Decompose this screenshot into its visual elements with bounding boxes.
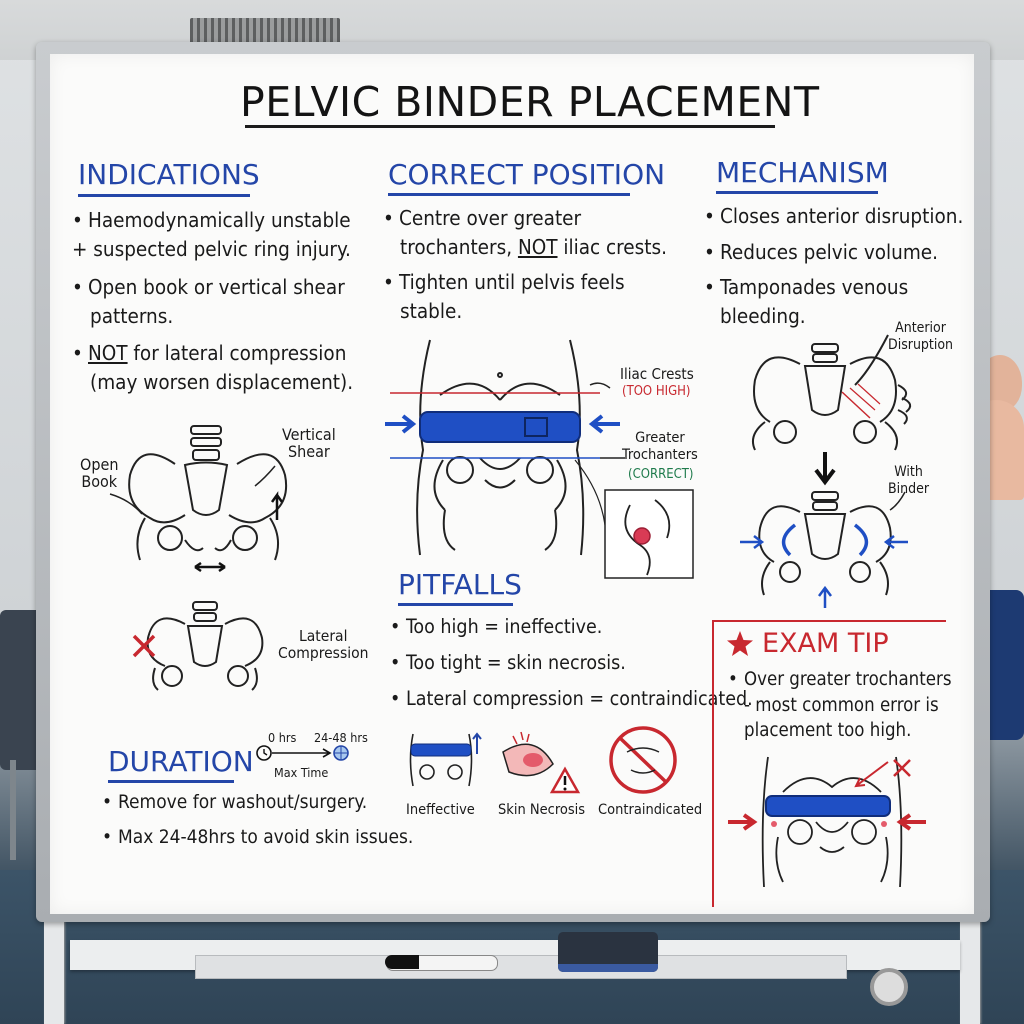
- pitfall-3: •Lateral compression = contraindicated.: [390, 687, 753, 710]
- pitfalls-underline: [398, 603, 513, 606]
- indication-1-cont: + suspected pelvic ring injury.: [72, 237, 351, 261]
- indication-1: •Haemodynamically unstable: [72, 208, 351, 232]
- mechanism-drawing: [740, 334, 912, 608]
- mechanism-1: •Closes anterior disruption.: [704, 204, 964, 228]
- star-icon: [727, 631, 753, 656]
- marker-tray: [195, 955, 847, 979]
- correct-position-heading: CORRECT POSITION: [388, 158, 666, 191]
- exam-tip-line-3: placement too high.: [744, 720, 912, 741]
- mechanism-3-cont: bleeding.: [720, 304, 806, 328]
- caption-ineffective: Ineffective: [406, 802, 475, 818]
- timeline-caption: Max Time: [274, 765, 329, 780]
- exam-tip-drawing: [728, 756, 926, 888]
- exam-tip-line-2: - most common error is: [744, 695, 939, 716]
- red-x-icon: [132, 634, 156, 658]
- indications-heading: INDICATIONS: [78, 158, 260, 191]
- indication-2: •Open book or vertical shear: [72, 275, 345, 299]
- pitfall-1: •Too high = ineffective.: [390, 615, 603, 638]
- label-pointer-arrows: [109, 465, 276, 515]
- duration-heading: DURATION: [108, 745, 254, 778]
- board-title: PELVIC BINDER PLACEMENT: [240, 78, 820, 126]
- label-correct: (CORRECT): [628, 467, 694, 482]
- mechanism-underline: [716, 191, 878, 194]
- ceiling-vent: [190, 18, 340, 46]
- caster-wheel: [870, 968, 908, 1006]
- exam-tip-line-1: •Over greater trochanters: [728, 669, 952, 690]
- duration-2: •Max 24-48hrs to avoid skin issues.: [102, 826, 414, 848]
- indication-3-cont: (may worsen displacement).: [90, 370, 354, 394]
- indication-2-cont: patterns.: [90, 304, 174, 328]
- binder-position-drawing: [385, 339, 694, 579]
- correct-position-underline: [388, 193, 630, 196]
- duration-underline: [108, 780, 234, 783]
- caption-contraindicated: Contraindicated: [598, 802, 703, 818]
- caption-skin-necrosis: Skin Necrosis: [498, 802, 586, 818]
- position-line-4: stable.: [400, 299, 463, 323]
- exam-tip-box: [712, 620, 946, 907]
- position-line-1: •Centre over greater: [383, 206, 582, 230]
- position-line-2: trochanters, NOT iliac crests.: [400, 235, 667, 259]
- timeline-arrow: [256, 745, 349, 761]
- indication-3: •NOT for lateral compression: [72, 341, 347, 365]
- marker-pen: [385, 955, 498, 971]
- indications-underline: [78, 194, 250, 197]
- pelvis-open-book-drawing: [128, 425, 287, 573]
- pitfall-2: •Too tight = skin necrosis.: [390, 651, 626, 674]
- position-line-3: •Tighten until pelvis feels: [383, 270, 625, 294]
- mechanism-heading: MECHANISM: [716, 156, 889, 189]
- mechanism-2: •Reduces pelvic volume.: [704, 240, 939, 264]
- exam-tip-heading: EXAM TIP: [762, 628, 889, 659]
- mechanism-3: •Tamponades venous: [704, 275, 909, 299]
- title-underline: [245, 125, 775, 128]
- pitfall-icons: [409, 726, 677, 794]
- board-eraser: [558, 932, 658, 972]
- label-iliac-crests: Iliac Crests: [620, 365, 694, 383]
- label-too-high: (TOO HIGH): [622, 384, 691, 399]
- pelvis-lateral-compression-drawing: [146, 601, 264, 691]
- timeline-end: 24-48 hrs: [314, 730, 368, 745]
- duration-1: •Remove for washout/surgery.: [102, 791, 368, 813]
- pitfalls-heading: PITFALLS: [398, 568, 522, 601]
- timeline-start: 0 hrs: [268, 730, 297, 745]
